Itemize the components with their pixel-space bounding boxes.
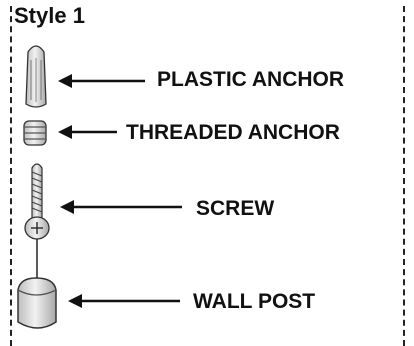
parts-illustration [17, 45, 182, 329]
frame-right-border [403, 6, 405, 346]
arrow-wall-post [68, 294, 180, 308]
frame-left-border [10, 6, 12, 346]
wall-post-part [17, 277, 57, 329]
label-threaded-anchor: THREADED ANCHOR [126, 121, 340, 144]
screw-part [24, 163, 50, 240]
threaded-anchor-part [23, 120, 47, 146]
arrow-screw [60, 200, 182, 214]
label-plastic-anchor: PLASTIC ANCHOR [157, 68, 345, 91]
plastic-anchor-part [25, 45, 47, 108]
arrow-plastic-anchor [58, 74, 145, 88]
arrow-threaded-anchor [58, 125, 117, 139]
style-title: Style 1 [14, 3, 85, 28]
label-screw: SCREW [196, 197, 275, 220]
label-wall-post: WALL POST [193, 290, 316, 313]
dashed-frame [4, 6, 408, 346]
